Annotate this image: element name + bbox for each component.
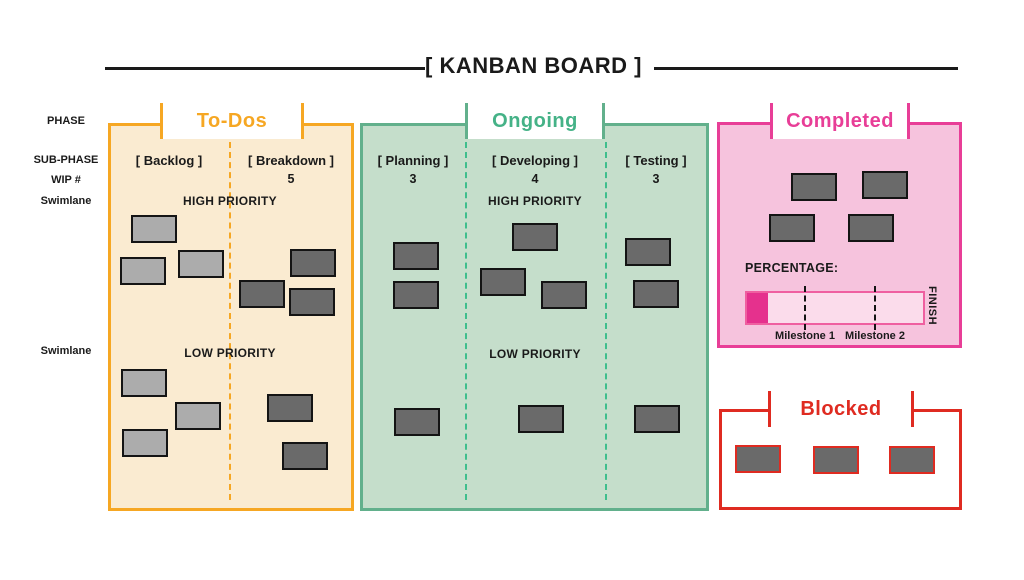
card-ongoing-developing-low[interactable] (518, 405, 564, 433)
title-rule-left (105, 67, 425, 70)
card-todos-breakdown-high[interactable] (289, 288, 335, 316)
card-ongoing-testing-low[interactable] (634, 405, 680, 433)
subphase-backlog: [ Backlog ] (135, 153, 203, 168)
ongoing-swimlane-high-label: HIGH PRIORITY (488, 194, 582, 208)
todos-header: To-Dos (160, 103, 304, 139)
card-todos-backlog-high[interactable] (120, 257, 166, 285)
finish-label: FINISH (926, 286, 938, 326)
wip-planning: 3 (409, 172, 417, 186)
legend-swimlane-low: Swimlane (40, 345, 92, 357)
card-ongoing-developing-high[interactable] (541, 281, 587, 309)
card-blocked[interactable] (735, 445, 781, 473)
todos-swimlane-high-label: HIGH PRIORITY (183, 194, 277, 208)
legend-phase: PHASE (47, 115, 85, 127)
legend-sub-phase: SUB-PHASE (33, 154, 99, 166)
legend-swimlane-high: Swimlane (40, 195, 92, 207)
subphase-planning: [ Planning ] (377, 153, 449, 168)
card-todos-backlog-low[interactable] (122, 429, 168, 457)
milestone-2-line (874, 286, 876, 330)
wip-developing: 4 (531, 172, 539, 186)
subphase-breakdown: [ Breakdown ] (248, 153, 334, 168)
ongoing-swimlane-low-label: LOW PRIORITY (489, 347, 581, 361)
ongoing-header: Ongoing (465, 103, 605, 139)
milestone-2-label: Milestone 2 (845, 330, 905, 342)
board-title: [ KANBAN BOARD ] (425, 53, 642, 78)
card-ongoing-planning-high[interactable] (393, 242, 439, 270)
card-ongoing-planning-high[interactable] (393, 281, 439, 309)
card-completed[interactable] (769, 214, 815, 242)
subphase-testing: [ Testing ] (625, 153, 687, 168)
card-completed[interactable] (862, 171, 908, 199)
card-todos-breakdown-high[interactable] (239, 280, 285, 308)
card-ongoing-testing-high[interactable] (633, 280, 679, 308)
card-todos-backlog-high[interactable] (131, 215, 177, 243)
column-ongoing (360, 123, 709, 511)
milestone-1-line (804, 286, 806, 330)
progress-fill (747, 293, 769, 323)
ongoing-subphase-divider-2 (605, 142, 607, 500)
card-todos-backlog-low[interactable] (175, 402, 221, 430)
milestone-1-label: Milestone 1 (775, 330, 835, 342)
progress-bar (745, 291, 925, 325)
ongoing-subphase-divider-1 (465, 142, 467, 500)
card-todos-breakdown-high[interactable] (290, 249, 336, 277)
card-todos-breakdown-low[interactable] (282, 442, 328, 470)
card-ongoing-planning-low[interactable] (394, 408, 440, 436)
subphase-developing: [ Developing ] (492, 153, 578, 168)
title-rule-right (654, 67, 958, 70)
wip-testing: 3 (652, 172, 660, 186)
card-ongoing-testing-high[interactable] (625, 238, 671, 266)
card-todos-backlog-low[interactable] (121, 369, 167, 397)
completed-header: Completed (770, 103, 910, 139)
todos-subphase-divider (229, 142, 231, 500)
card-todos-breakdown-low[interactable] (267, 394, 313, 422)
todos-swimlane-low-label: LOW PRIORITY (184, 346, 276, 360)
card-blocked[interactable] (889, 446, 935, 474)
card-completed[interactable] (848, 214, 894, 242)
card-ongoing-developing-high[interactable] (480, 268, 526, 296)
wip-breakdown: 5 (287, 172, 295, 186)
card-ongoing-developing-high[interactable] (512, 223, 558, 251)
legend-wip: WIP # (51, 174, 81, 186)
percentage-label: PERCENTAGE: (745, 261, 839, 275)
card-blocked[interactable] (813, 446, 859, 474)
blocked-header: Blocked (768, 391, 914, 427)
card-todos-backlog-high[interactable] (178, 250, 224, 278)
card-completed[interactable] (791, 173, 837, 201)
